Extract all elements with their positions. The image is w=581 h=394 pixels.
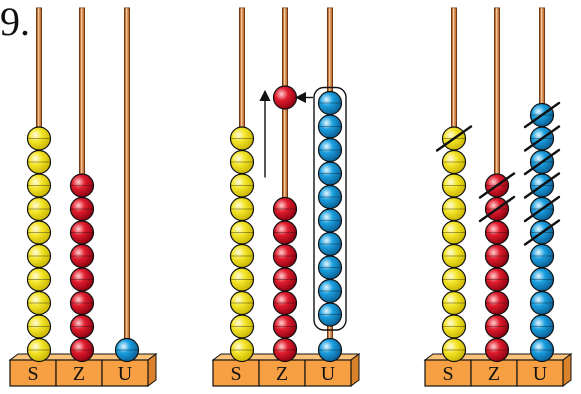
strike-mark [523, 172, 561, 199]
place-label-z: Z [276, 363, 288, 385]
place-label-s: S [230, 363, 241, 385]
strike-mark [478, 172, 516, 199]
rod-highlight [284, 8, 286, 360]
place-label-z: Z [488, 363, 500, 385]
base-side [147, 353, 157, 387]
strike-mark [523, 101, 561, 129]
place-label-z: Z [73, 363, 85, 385]
place-label-u: U [533, 363, 548, 385]
exercise-number: 9. [0, 0, 30, 44]
strike-mark [523, 219, 561, 246]
place-label-s: S [442, 363, 453, 385]
place-label-u: U [321, 363, 336, 385]
place-label-u: U [118, 363, 133, 385]
strike-mark [478, 195, 516, 223]
place-label-s: S [27, 363, 38, 385]
carried-bead [272, 85, 298, 110]
strike-mark [523, 125, 561, 152]
base-side [350, 353, 360, 387]
strike-mark [523, 195, 561, 223]
strike-mark [435, 125, 473, 152]
strike-mark [523, 148, 561, 176]
group-of-ten-box [313, 86, 347, 331]
rod-highlight [126, 8, 128, 360]
base-side [562, 353, 572, 387]
